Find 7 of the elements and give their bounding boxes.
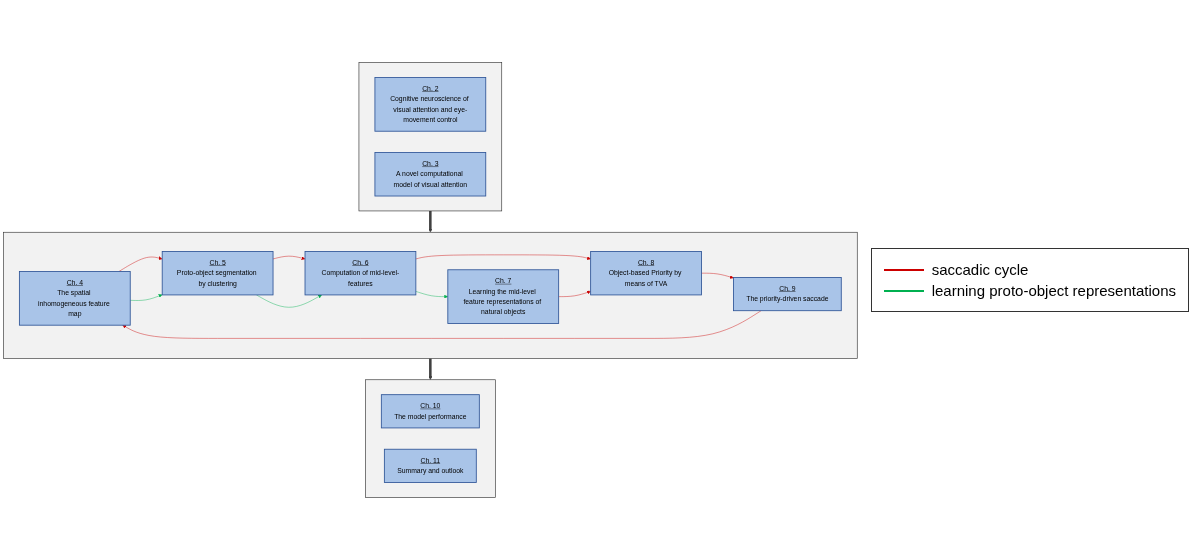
cluster xyxy=(358,62,503,212)
legend-label: saccadic cycle xyxy=(931,261,1029,278)
legend-label: learning proto-object representations xyxy=(931,282,1176,299)
cluster xyxy=(365,379,496,498)
cluster xyxy=(3,231,858,359)
arrow xyxy=(428,210,433,233)
arrow xyxy=(428,358,433,380)
